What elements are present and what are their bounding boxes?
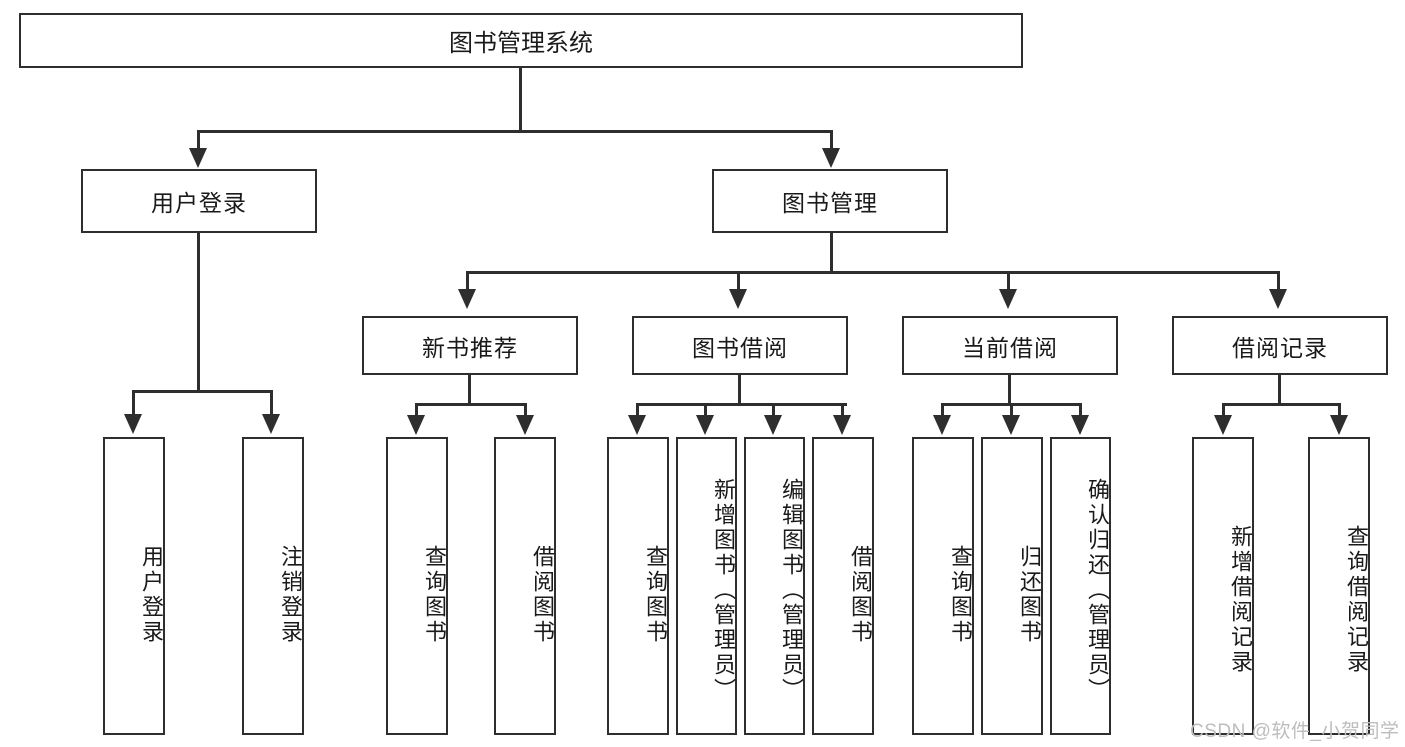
arrowhead-cb-leaf-3 [1071,415,1089,435]
arrowhead-new-book-recommend [458,289,476,309]
connector-user-login-stem [197,233,200,393]
node-label: 用户登录 [151,190,247,216]
leaf-user-login-login[interactable]: 用户登录 [103,437,165,735]
node-borrow-record[interactable]: 借阅记录 [1172,316,1388,375]
connector-root-to-book-management [830,130,833,154]
arrowhead-user-login-leaf-2 [262,414,280,434]
node-label: 确认归还（管理员） [1085,477,1110,703]
connector-bb-leaf-4 [841,403,844,419]
node-label: 图书管理 [782,190,878,216]
connector-root-stem [519,68,522,130]
connector-nbr-leaf-1 [415,403,418,419]
arrowhead-user-login-leaf-1 [124,414,142,434]
arrowhead-bb-leaf-2 [696,415,714,435]
connector-bb-leaf-1 [636,403,639,419]
arrowhead-bb-leaf-4 [833,415,851,435]
connector-br-leaf-2 [1338,403,1341,419]
node-label: 归还图书 [1017,545,1042,645]
node-label: 当前借阅 [962,334,1058,361]
connector-user-login-bus [132,390,272,393]
node-new-book-recommend[interactable]: 新书推荐 [362,316,578,375]
connector-user-login-to-leaf-1 [132,390,135,418]
leaf-book-borrow-add-book-admin[interactable]: 新增图书（管理员） [676,437,737,735]
arrowhead-to-user-login [189,148,207,168]
leaf-borrow-record-query-record[interactable]: 查询借阅记录 [1308,437,1370,735]
connector-root-bus [197,130,833,133]
csdn-watermark: CSDN @软件_小贺同学 [1190,721,1400,742]
leaf-book-borrow-borrow-book[interactable]: 借阅图书 [812,437,874,735]
connector-to-new-book-recommend [466,271,469,293]
node-label: 编辑图书（管理员） [779,477,804,703]
arrowhead-br-leaf-2 [1330,415,1348,435]
arrowhead-bb-leaf-3 [764,415,782,435]
connector-bb-leaf-3 [772,403,775,419]
connector-bb-leaf-2 [704,403,707,419]
node-label: 借阅图书 [530,545,555,645]
connector-to-current-borrow [1007,271,1010,293]
node-root-book-management-system[interactable]: 图书管理系统 [19,13,1023,68]
node-book-borrow[interactable]: 图书借阅 [632,316,848,375]
connector-book-management-stem [830,233,833,273]
leaf-borrow-record-add-record[interactable]: 新增借阅记录 [1192,437,1254,735]
connector-br-leaf-1 [1222,403,1225,419]
node-label: 用户登录 [139,545,164,645]
connector-to-book-borrow [737,271,740,293]
node-label: 新增借阅记录 [1228,525,1253,675]
node-label: 查询借阅记录 [1344,525,1369,675]
connector-book-borrow-stem [738,375,741,405]
arrowhead-nbr-leaf-1 [407,415,425,435]
leaf-user-login-logout[interactable]: 注销登录 [242,437,304,735]
connector-new-book-recommend-stem [468,375,471,405]
node-current-borrow[interactable]: 当前借阅 [902,316,1118,375]
arrowhead-br-leaf-1 [1214,415,1232,435]
connector-cb-leaf-2 [1010,403,1013,419]
connector-nbr-leaf-2 [524,403,527,419]
connector-book-management-bus [466,271,1280,274]
node-label: 借阅图书 [848,545,873,645]
arrowhead-current-borrow [999,289,1017,309]
connector-user-login-to-leaf-2 [270,390,273,418]
connector-to-borrow-record [1277,271,1280,293]
arrowhead-book-borrow [729,289,747,309]
arrowhead-cb-leaf-1 [933,415,951,435]
node-book-management[interactable]: 图书管理 [712,169,948,233]
leaf-current-borrow-query-book[interactable]: 查询图书 [912,437,974,735]
connector-cb-leaf-1 [941,403,944,419]
arrowhead-nbr-leaf-2 [516,415,534,435]
leaf-current-borrow-confirm-return-admin[interactable]: 确认归还（管理员） [1050,437,1111,735]
connector-root-to-user-login [197,130,200,154]
node-label: 查询图书 [948,545,973,645]
node-label: 图书管理系统 [449,30,593,57]
node-label: 新增图书（管理员） [711,477,736,703]
node-user-login[interactable]: 用户登录 [81,169,317,233]
node-label: 借阅记录 [1232,334,1328,361]
node-label: 新书推荐 [422,334,518,361]
leaf-new-book-query-book[interactable]: 查询图书 [386,437,448,735]
leaf-new-book-borrow-book[interactable]: 借阅图书 [494,437,556,735]
connector-borrow-record-stem [1278,375,1281,405]
leaf-book-borrow-query-book[interactable]: 查询图书 [607,437,669,735]
node-label: 查询图书 [643,545,668,645]
node-label: 图书借阅 [692,334,788,361]
connector-cb-leaf-3 [1079,403,1082,419]
connector-book-borrow-bus [636,403,847,406]
connector-current-borrow-stem [1008,375,1011,405]
arrowhead-cb-leaf-2 [1002,415,1020,435]
node-label: 查询图书 [422,545,447,645]
node-label: 注销登录 [278,545,303,645]
leaf-current-borrow-return-book[interactable]: 归还图书 [981,437,1043,735]
arrowhead-borrow-record [1269,289,1287,309]
arrowhead-bb-leaf-1 [628,415,646,435]
arrowhead-to-book-management [822,148,840,168]
connector-new-book-recommend-bus [415,403,527,406]
leaf-book-borrow-edit-book-admin[interactable]: 编辑图书（管理员） [744,437,805,735]
connector-borrow-record-bus [1222,403,1341,406]
